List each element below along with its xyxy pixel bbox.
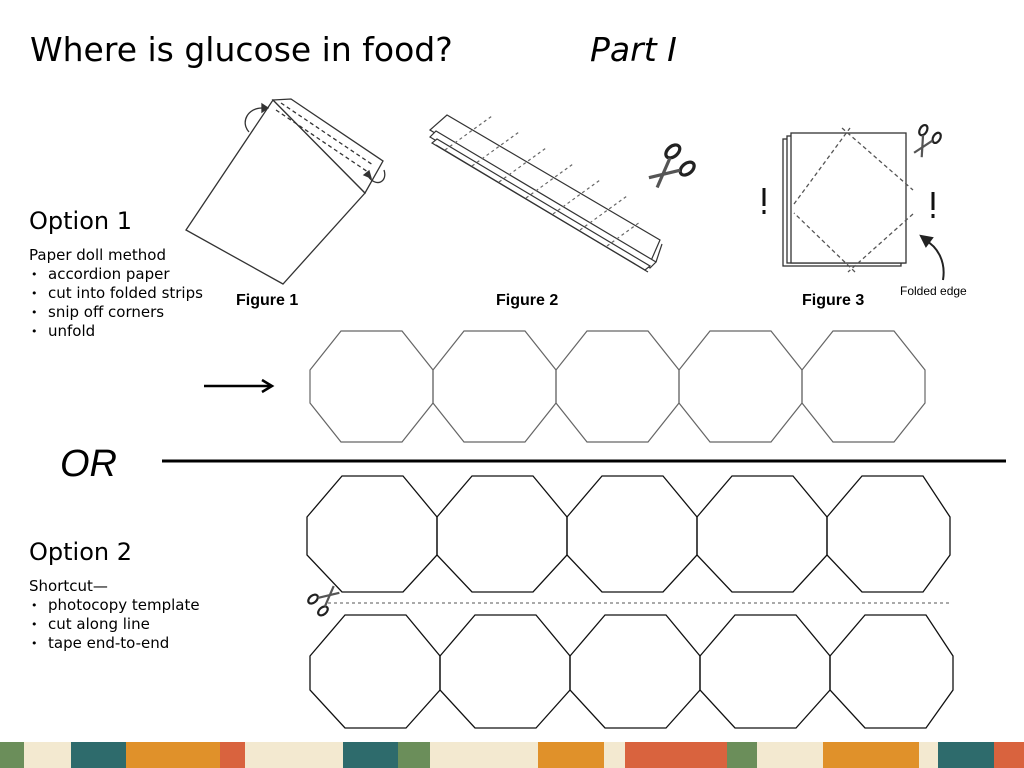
stripe-segment [538,742,604,768]
stripe-segment [727,742,757,768]
figure-1-label: Figure 1 [236,292,299,309]
option-1-step: unfold [29,322,203,341]
option-1-step: cut into folded strips [29,284,203,303]
stripe-segment [24,742,71,768]
figure-1-drawing [185,98,386,285]
folded-edge-annotation: Folded edge [900,284,967,298]
option-2-steps: photocopy template cut along line tape e… [29,596,200,653]
scissors-icon [907,122,944,162]
stripe-segment [430,742,538,768]
stripe-segment [919,742,938,768]
option-1-step: accordion paper [29,265,203,284]
unfolded-hexagon-strip [309,330,926,443]
footer-color-stripe [0,742,1024,768]
option-2-step: tape end-to-end [29,634,200,653]
stripe-segment [994,742,1024,768]
figure-3-drawing [762,122,945,281]
template-strip-1 [306,475,951,593]
right-arrow-icon [204,378,275,394]
stripe-segment [220,742,245,768]
option-1-intro: Paper doll method [29,246,166,264]
stripe-segment [343,742,398,768]
page-title: Where is glucose in food? [30,30,453,69]
or-divider-label: OR [60,443,117,485]
stripe-segment [604,742,625,768]
stripe-segment [823,742,919,768]
stripe-segment [938,742,994,768]
option-1-steps: accordion paper cut into folded strips s… [29,265,203,341]
scissors-icon [640,140,699,197]
illustrations [162,98,1006,729]
scissors-icon [305,579,345,619]
figure-2-label: Figure 2 [496,292,559,309]
stripe-segment [757,742,823,768]
figure-2-drawing [428,114,699,273]
option-2-step: photocopy template [29,596,200,615]
rotate-arrow-icon [244,102,270,133]
stripe-segment [245,742,343,768]
option-2-heading: Option 2 [29,538,132,566]
option-2-step: cut along line [29,615,200,634]
page-subtitle: Part I [590,30,677,69]
option-1-step: snip off corners [29,303,203,322]
option-1-description: Paper doll method accordion paper cut in… [29,246,203,341]
stripe-segment [0,742,24,768]
option-1-heading: Option 1 [29,207,132,235]
rotate-arrow-icon [362,169,386,184]
stripe-segment [126,742,220,768]
option-2-description: Shortcut— photocopy template cut along l… [29,577,200,653]
stripe-segment [625,742,727,768]
stripe-segment [398,742,430,768]
template-strip-2 [309,614,954,729]
figure-3-label: Figure 3 [802,292,865,309]
curved-arrow-icon [919,234,945,281]
option-2-intro: Shortcut— [29,577,108,595]
stripe-segment [71,742,126,768]
